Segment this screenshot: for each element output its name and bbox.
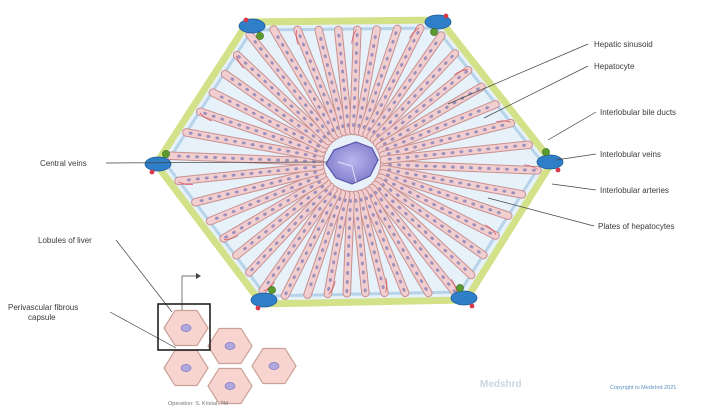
interlobular-bile-duct — [268, 286, 275, 293]
mini-lobule — [164, 350, 208, 385]
interlobular-bile-duct — [162, 150, 169, 157]
interlobular-vein — [239, 19, 265, 33]
interlobular-artery — [556, 168, 561, 173]
label-lobules: Lobules of liver — [38, 236, 92, 245]
mini-lobule — [164, 310, 208, 345]
leader-lobules — [116, 240, 172, 312]
interlobular-artery — [444, 14, 449, 19]
label-plates: Plates of hepatocytes — [598, 222, 675, 231]
credit-text: Operation: S. Kristal, ?M — [168, 401, 228, 407]
interlobular-artery — [150, 170, 155, 175]
leader-interlobular-veins — [556, 154, 596, 160]
mini-central-vein — [181, 325, 191, 332]
interlobular-bile-duct — [542, 148, 549, 155]
interlobular-vein — [251, 293, 277, 307]
label-hepatocyte: Hepatocyte — [594, 62, 635, 71]
mini-lobule — [252, 348, 296, 383]
mini-lobule — [208, 368, 252, 403]
interlobular-bile-duct — [456, 284, 463, 291]
label-capsule-line2: capsule — [28, 313, 56, 322]
leader-interlobular-arteries — [552, 184, 596, 190]
watermark-text: Medshrd — [480, 379, 522, 390]
label-capsule-line1: Perivascular fibrous — [8, 303, 78, 312]
label-interlobular-arteries: Interlobular arteries — [600, 186, 669, 195]
interlobular-artery — [470, 304, 475, 309]
label-hepatic-sinusoid: Hepatic sinusoid — [594, 40, 653, 49]
interlobular-bile-duct — [430, 28, 437, 35]
leader-bile-ducts — [548, 112, 596, 140]
mini-lobule — [208, 328, 252, 363]
interlobular-vein — [145, 157, 171, 171]
label-interlobular-veins: Interlobular veins — [600, 150, 661, 159]
copyright-text: Copyright to Medshrd 2021 — [610, 385, 676, 391]
zoom-arrow-head — [196, 273, 201, 279]
label-central-veins: Central veins — [40, 159, 87, 168]
interlobular-vein — [451, 291, 477, 305]
lobule-cluster — [164, 310, 296, 403]
mini-central-vein — [181, 365, 191, 372]
interlobular-bile-duct — [256, 32, 263, 39]
label-bile-ducts: Interlobular bile ducts — [600, 108, 676, 117]
mini-central-vein — [269, 363, 279, 370]
mini-central-vein — [225, 383, 235, 390]
interlobular-artery — [244, 18, 249, 23]
interlobular-artery — [256, 306, 261, 311]
mini-central-vein — [225, 343, 235, 350]
interlobular-vein — [537, 155, 563, 169]
